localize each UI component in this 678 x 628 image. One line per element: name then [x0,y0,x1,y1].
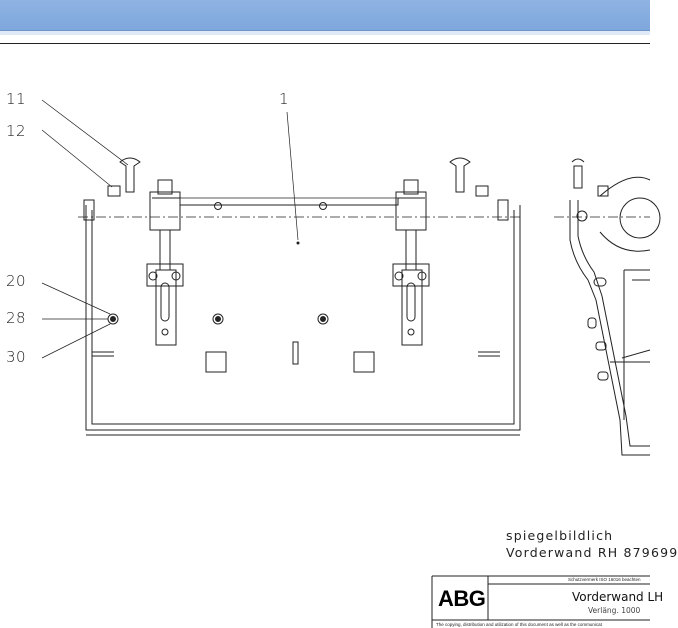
rh-part-note: Vorderwand RH 879699 [506,545,678,560]
callout-30: 30 [6,348,27,366]
callout-12: 12 [6,122,27,140]
callout-28: 28 [6,309,27,327]
header-highlight [0,31,650,35]
front-wall-outline [85,205,521,431]
cutout-right [353,351,375,373]
callout-20: 20 [6,272,27,290]
title-block [431,575,650,628]
handle-left [119,157,141,193]
callout-11: 11 [6,90,27,108]
protection-note: Schutzvermerk ISO 16016 beachten [568,577,641,582]
cutout-left [205,351,227,373]
mirror-note: spiegelbildlich [506,528,614,543]
copyright-footer: The copying, distribution and utilizatio… [436,622,602,627]
drawing-border-top [0,43,650,44]
drawing-subtitle: Verläng. 1000 [588,606,641,615]
callout-1: 1 [279,90,290,108]
side-view [554,158,661,456]
window-header-bar [0,0,650,31]
handle-right [449,157,471,193]
abg-logo: ABG [438,586,486,611]
technical-drawing [41,99,661,628]
drawing-title: Vorderwand LH [572,590,664,604]
